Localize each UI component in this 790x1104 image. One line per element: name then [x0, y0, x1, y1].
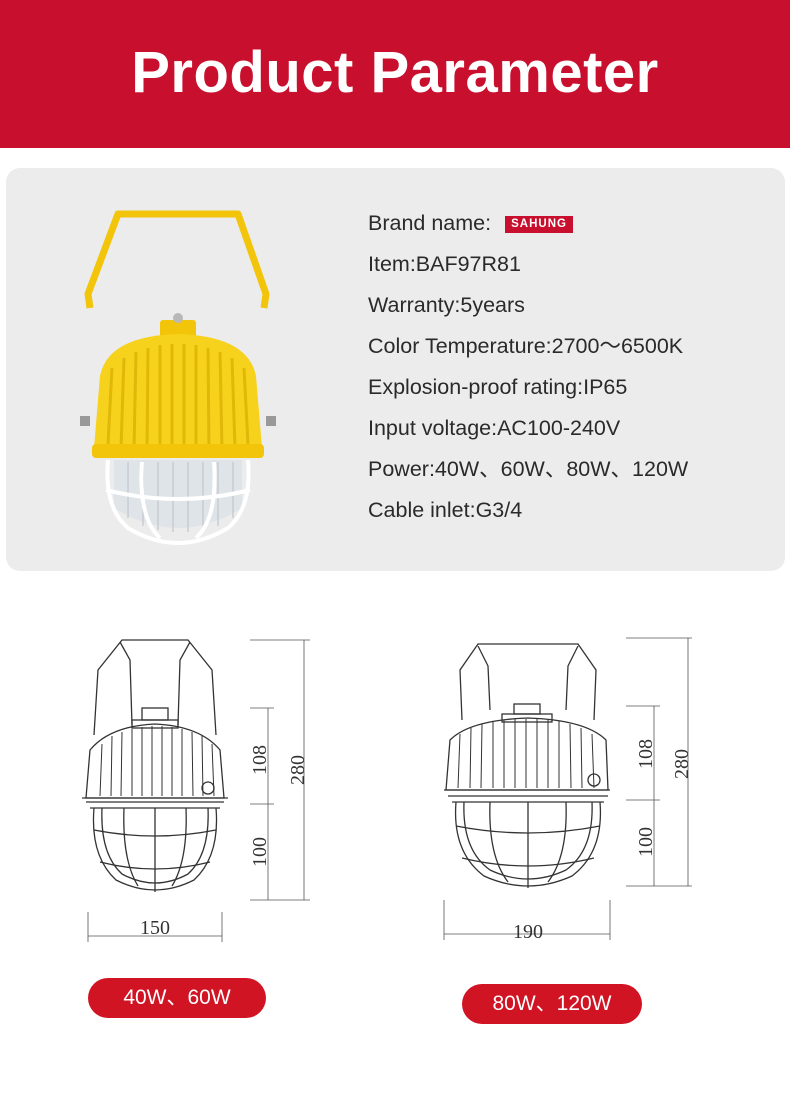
- dim-upper: 108: [249, 745, 271, 775]
- spec-input-voltage: Input voltage:AC100-240V: [368, 416, 621, 440]
- spec-brand: Brand name: SAHUNG: [368, 206, 688, 247]
- product-photo: [80, 210, 276, 545]
- brand-logo: SAHUNG: [505, 216, 573, 233]
- spec-item: Item:BAF97R81: [368, 252, 521, 276]
- dim-lower: 100: [635, 827, 657, 857]
- header-banner: Product Parameter: [0, 0, 790, 148]
- power-label-large: 80W、120W: [462, 984, 642, 1024]
- dimension-drawing-large: 108 100 280 190: [440, 630, 710, 950]
- dim-total: 280: [671, 749, 693, 779]
- spec-list: Brand name: SAHUNG Item:BAF97R81 Warranty…: [368, 206, 688, 534]
- spec-cable-inlet: Cable inlet:G3/4: [368, 498, 523, 522]
- spec-color-temperature: Color Temperature:2700～6500K: [368, 334, 684, 358]
- dimension-drawing-small: 108 100 280 150: [60, 630, 330, 950]
- dim-width: 190: [513, 921, 543, 943]
- page-title: Product Parameter: [131, 40, 659, 105]
- brand-label: Brand name:: [368, 211, 492, 235]
- power-label-small: 40W、60W: [88, 978, 266, 1018]
- spec-power: Power:40W、60W、80W、120W: [368, 457, 689, 481]
- spec-panel: Brand name: SAHUNG Item:BAF97R81 Warranty…: [6, 168, 785, 571]
- spec-warranty: Warranty:5years: [368, 293, 525, 317]
- dim-upper: 108: [635, 739, 657, 769]
- spec-explosion-rating: Explosion-proof rating:IP65: [368, 375, 628, 399]
- dim-width: 150: [140, 917, 170, 939]
- dim-lower: 100: [249, 837, 271, 867]
- dim-total: 280: [287, 755, 309, 785]
